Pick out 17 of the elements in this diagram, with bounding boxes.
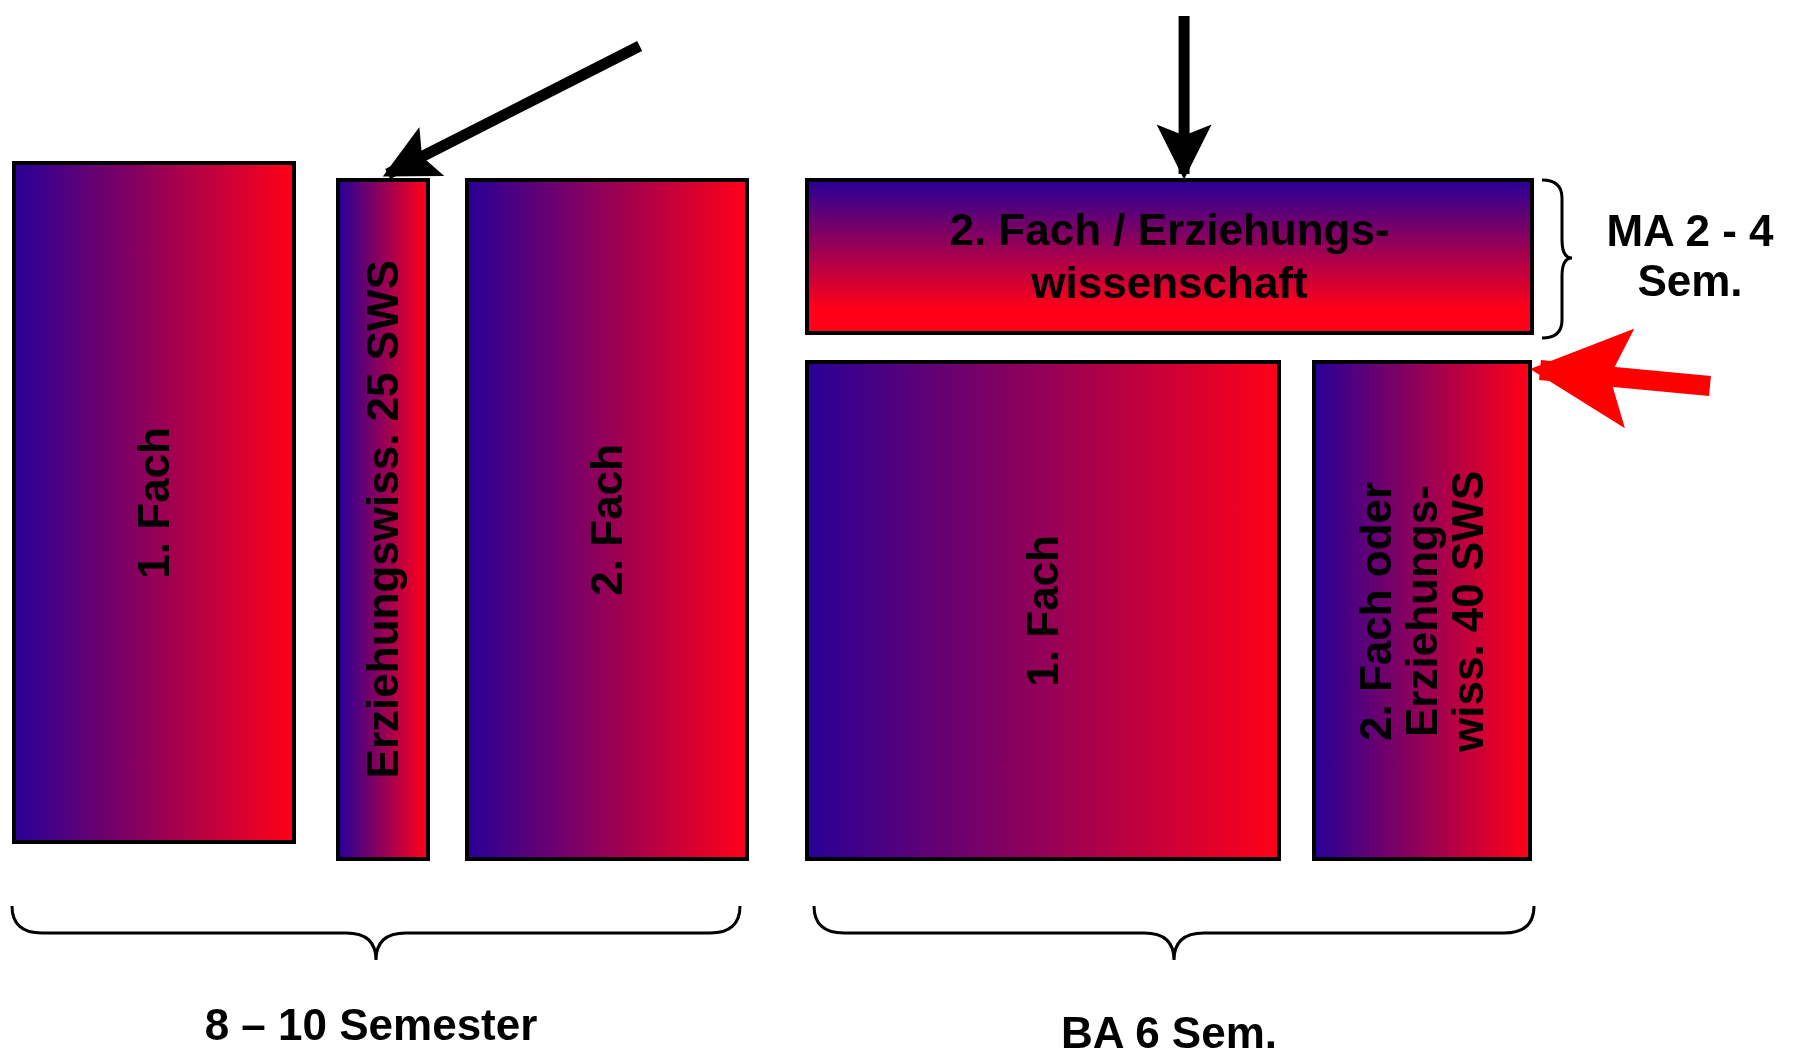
duration-label: 8 – 10 Semester — [204, 1000, 538, 1050]
block-label: 1. Fach — [130, 426, 178, 579]
subject-block — [336, 178, 430, 861]
block-label: 2. Fach oder Erziehungs- wiss. 40 SWS — [1352, 468, 1492, 754]
block-label: Erziehungswiss. 25 SWS — [359, 260, 407, 779]
subject-block — [465, 178, 749, 861]
subject-block — [805, 178, 1534, 335]
arrow — [382, 41, 643, 179]
block-label: 2. Fach — [583, 443, 631, 596]
block-label: 1. Fach — [1019, 534, 1067, 687]
block-label: 2. Fach / Erziehungs- wissenschaft — [948, 203, 1391, 309]
arrow — [1156, 16, 1212, 180]
subject-block — [1312, 360, 1532, 861]
duration-label: BA 6 Sem. — [1061, 1008, 1277, 1054]
duration-label: MA 2 - 4 Sem. — [1605, 206, 1775, 306]
subject-block — [805, 360, 1281, 861]
subject-block — [12, 161, 296, 844]
